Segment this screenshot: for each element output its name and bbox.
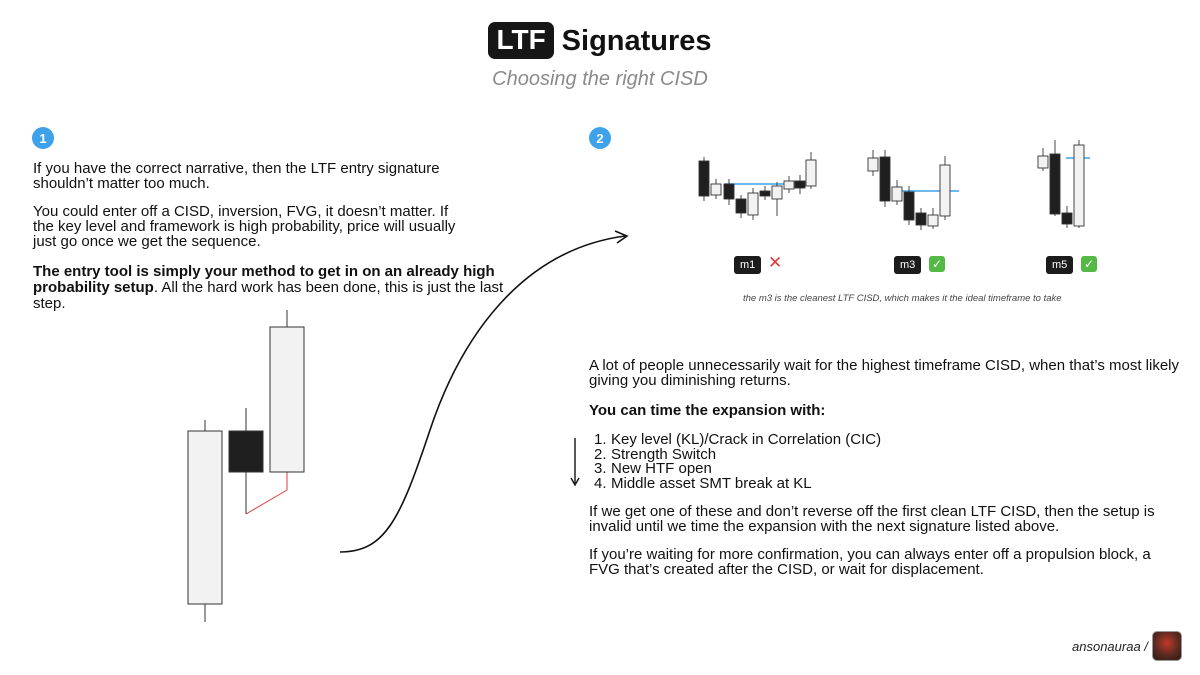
list-heading: You can time the expansion with: xyxy=(589,402,826,419)
chart-m1 xyxy=(698,152,817,220)
page-title: Signatures xyxy=(561,24,712,57)
m3-candle xyxy=(927,214,939,227)
m1-candle xyxy=(747,192,759,216)
m3-candle xyxy=(891,186,903,202)
tf-badge-m5: m5 xyxy=(1046,256,1074,274)
tf-badge-m3: m3 xyxy=(894,256,922,274)
m5-candle xyxy=(1049,153,1061,215)
large-red-line-b xyxy=(245,489,288,515)
list-item: 1.Key level (KL)/Crack in Correlation (C… xyxy=(594,431,882,448)
large-candle-3-body xyxy=(269,326,305,473)
chart-m5 xyxy=(1037,140,1090,228)
step-one-badge: 1 xyxy=(32,127,54,149)
check-icon: ✓ xyxy=(929,256,945,272)
left-paragraph-2: You could enter off a CISD, inversion, F… xyxy=(33,203,456,250)
right-paragraph-3: If you’re waiting for more confirmation,… xyxy=(589,546,1151,578)
list-item-text: Middle asset SMT break at KL xyxy=(611,474,812,492)
m3-candle xyxy=(939,164,951,217)
cross-icon: ✕ xyxy=(768,253,783,272)
m1-candle xyxy=(735,198,747,214)
m1-candle xyxy=(794,180,806,189)
m1-candle xyxy=(698,160,710,197)
down-arrow-icon xyxy=(570,438,580,487)
list-item: 3.New HTF open xyxy=(594,460,712,477)
list-item-text: Strength Switch xyxy=(611,445,717,463)
timeframe-caption: the m3 is the cleanest LTF CISD, which m… xyxy=(743,293,1062,304)
large-candle-2-body xyxy=(228,430,264,473)
chart-m3 xyxy=(867,150,959,230)
m1-candle xyxy=(783,180,795,190)
author-handle: ansonauraa / xyxy=(1072,639,1148,654)
m1-candle xyxy=(805,159,817,187)
m1-candle xyxy=(759,190,771,197)
m3-candle xyxy=(915,212,927,226)
title-badge: LTF xyxy=(488,22,554,59)
m3-candle xyxy=(867,157,879,172)
m1-candle xyxy=(723,183,735,200)
list-item: 4.Middle asset SMT break at KL xyxy=(594,474,812,492)
list-item-text: New HTF open xyxy=(611,460,712,477)
curved-arrow xyxy=(339,230,629,553)
left-paragraph-3-bold: The entry tool is simply your method to … xyxy=(33,263,495,296)
left-paragraph-3: The entry tool is simply your method to … xyxy=(33,264,533,312)
large-candle-diagram xyxy=(187,310,305,622)
left-paragraph-3-rest: . All the hard work has been done, this … xyxy=(33,279,504,312)
m5-candle xyxy=(1073,144,1085,227)
m1-candle xyxy=(710,183,722,196)
large-candle-1-body xyxy=(187,430,223,605)
m3-candle xyxy=(903,191,915,221)
step-two-badge: 2 xyxy=(589,127,611,149)
check-icon: ✓ xyxy=(1081,256,1097,272)
m3-candle xyxy=(879,156,891,202)
list-item: 2.Strength Switch xyxy=(594,445,717,463)
m5-candle xyxy=(1037,155,1049,169)
m1-candle xyxy=(771,185,783,200)
title-row: LTF Signatures xyxy=(0,22,1200,59)
list-item-text: Key level (KL)/Crack in Correlation (CIC… xyxy=(611,431,882,448)
right-paragraph-1: A lot of people unnecessarily wait for t… xyxy=(589,357,1180,389)
page-header: LTF Signatures Choosing the right CISD xyxy=(0,22,1200,91)
tf-badge-m1: m1 xyxy=(734,256,762,274)
m5-candle xyxy=(1061,212,1073,225)
avatar xyxy=(1152,631,1182,661)
expansion-list: 1.Key level (KL)/Crack in Correlation (C… xyxy=(594,431,882,492)
page-subtitle: Choosing the right CISD xyxy=(492,68,708,90)
left-paragraph-1: If you have the correct narrative, then … xyxy=(33,160,440,192)
right-paragraph-2: If we get one of these and don’t reverse… xyxy=(589,503,1155,535)
